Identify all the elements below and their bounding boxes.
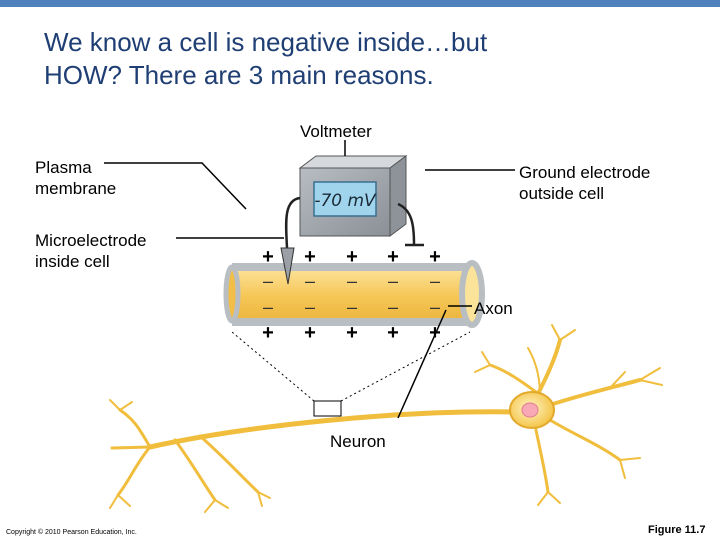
ground-electrode-label: Ground electrode outside cell: [519, 162, 650, 204]
ground-electrode-label-line-2: outside cell: [519, 184, 605, 203]
slide-title-line-1: We know a cell is negative inside…but: [44, 27, 488, 57]
negative-charge: –: [347, 271, 357, 291]
positive-charge: +: [429, 246, 441, 268]
positive-charge: +: [304, 322, 316, 344]
copyright-notice: Copyright © 2010 Pearson Education, Inc.: [6, 529, 137, 536]
plasma-membrane-label-line-2: membrane: [35, 179, 117, 198]
neuron-label: Neuron: [330, 432, 386, 451]
positive-charge: +: [262, 322, 274, 344]
negative-charge: –: [305, 271, 315, 291]
ground-wire: [397, 202, 416, 245]
positive-charge: +: [304, 246, 316, 268]
inside-charges-bottom: – – – – –: [263, 297, 440, 317]
inside-charges-top: – – – – –: [263, 271, 440, 291]
positive-charge: +: [387, 246, 399, 268]
voltmeter-display: [313, 181, 377, 217]
negative-charge: –: [430, 271, 440, 291]
negative-charge: –: [305, 297, 315, 317]
positive-charge: +: [346, 246, 358, 268]
zoom-region-box: [313, 400, 342, 417]
plasma-membrane-label: Plasma membrane: [35, 157, 116, 199]
voltmeter-device: -70 mV: [298, 155, 408, 237]
microelectrode-label-line-1: Microelectrode: [35, 231, 147, 250]
axon-segment: [223, 260, 485, 328]
negative-charge: –: [388, 271, 398, 291]
negative-charge: –: [430, 297, 440, 317]
slide-top-accent-bar: [0, 0, 720, 7]
positive-charge: +: [387, 322, 399, 344]
plasma-membrane-label-line-1: Plasma: [35, 158, 92, 177]
voltmeter-reading: -70 mV: [314, 191, 377, 211]
figure-number: Figure 11.7: [648, 524, 706, 536]
outside-charges-top: + + + + +: [262, 246, 441, 268]
slide-title-line-2: HOW? There are 3 main reasons.: [44, 60, 434, 90]
microelectrode-label: Microelectrode inside cell: [35, 230, 147, 272]
neuron-illustration: [109, 324, 663, 513]
neuron-nucleus: [521, 402, 539, 418]
positive-charge: +: [346, 322, 358, 344]
positive-charge: +: [262, 246, 274, 268]
negative-charge: –: [263, 297, 273, 317]
ground-electrode-label-line-1: Ground electrode: [519, 163, 651, 182]
negative-charge: –: [388, 297, 398, 317]
microelectrode-needle: [280, 247, 295, 285]
microelectrode-label-line-2: inside cell: [35, 252, 110, 271]
microelectrode-wire: [284, 196, 301, 249]
slide-title: We know a cell is negative inside…but HO…: [44, 26, 684, 92]
voltmeter-label: Voltmeter: [300, 122, 372, 141]
axon-label: Axon: [474, 299, 513, 318]
axon-leader-to-neuron: [397, 309, 447, 419]
negative-charge: –: [347, 297, 357, 317]
negative-charge: –: [263, 271, 273, 291]
plasma-membrane-leader: [104, 162, 247, 210]
zoom-projection-line-right: [340, 331, 471, 402]
